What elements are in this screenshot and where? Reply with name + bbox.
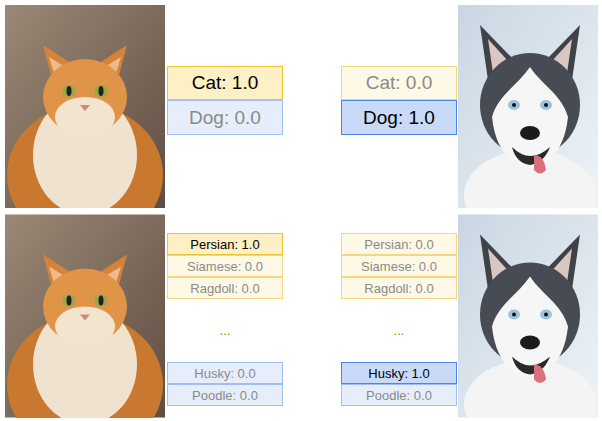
class-score-box: Siamese: 0.0 — [167, 255, 283, 277]
ellipsis-label: ... — [394, 323, 405, 338]
class-score-box: Dog: 1.0 — [341, 100, 457, 135]
ellipsis-label: ... — [220, 323, 231, 338]
score-text: Dog: 0.0 — [189, 107, 261, 129]
score-text: Husky: 1.0 — [368, 366, 429, 381]
class-score-box: Persian: 0.0 — [341, 233, 457, 255]
score-text: Cat: 0.0 — [366, 72, 433, 94]
class-score-box: Husky: 0.0 — [167, 362, 283, 384]
class-score-box: Poodle: 0.0 — [167, 384, 283, 406]
score-text: Dog: 1.0 — [363, 107, 435, 129]
cat-photo — [5, 5, 165, 245]
score-text: Ragdoll: 0.0 — [190, 281, 259, 296]
score-text: Siamese: 0.0 — [361, 259, 437, 274]
dog-photo — [458, 5, 598, 240]
class-score-box: Cat: 1.0 — [167, 66, 283, 100]
dog-photo — [458, 215, 598, 421]
class-score-box: Dog: 0.0 — [167, 100, 283, 135]
class-score-box: Persian: 1.0 — [167, 233, 283, 255]
cat-photo — [5, 215, 165, 421]
score-text: Ragdoll: 0.0 — [364, 281, 433, 296]
class-score-box: Poodle: 0.0 — [341, 384, 457, 406]
score-text: Poodle: 0.0 — [192, 388, 258, 403]
class-score-box: Husky: 1.0 — [341, 362, 457, 384]
score-text: Husky: 0.0 — [194, 366, 255, 381]
score-text: Cat: 1.0 — [192, 72, 259, 94]
class-score-box: Ragdoll: 0.0 — [167, 277, 283, 299]
class-score-box: Ragdoll: 0.0 — [341, 277, 457, 299]
score-text: Poodle: 0.0 — [366, 388, 432, 403]
score-text: Persian: 1.0 — [190, 237, 259, 252]
score-text: Siamese: 0.0 — [187, 259, 263, 274]
class-score-box: Siamese: 0.0 — [341, 255, 457, 277]
class-score-box: Cat: 0.0 — [341, 66, 457, 100]
score-text: Persian: 0.0 — [364, 237, 433, 252]
